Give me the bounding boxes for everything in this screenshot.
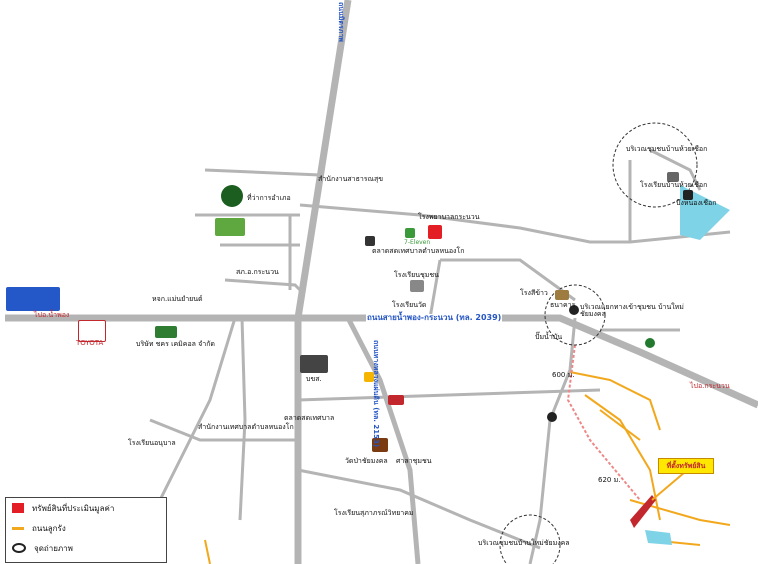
laterite-road-6 xyxy=(204,539,211,564)
district-office-label: ที่ว่าการอำเภอ xyxy=(247,194,291,202)
car-dealer-label: หจก.แม่นยำยนต์ xyxy=(152,295,203,303)
temple-label: วัดป่าชัยมงคล xyxy=(345,457,388,465)
temple-icon xyxy=(372,438,388,452)
camera-eye-icon xyxy=(12,543,26,553)
property-location-label: ที่ตั้งทรัพย์สิน xyxy=(658,458,714,474)
mid-road-2 xyxy=(428,259,442,319)
legend-laterite-label: ถนนลูกรัง xyxy=(32,523,66,533)
toyota-label: TOYOTA xyxy=(76,339,104,347)
upper-left-road xyxy=(204,168,321,177)
laterite-road-2 xyxy=(584,394,661,521)
municipal-market-label: ตลาดสดเทศบาล xyxy=(284,414,335,422)
legend-photo-label: จุดถ่ายภาพ xyxy=(34,543,73,553)
seal-icon xyxy=(221,185,243,207)
area-circle-ban-mai xyxy=(499,514,561,564)
lake-label: บึงหนองเชือก xyxy=(676,199,717,207)
photo-point-icon xyxy=(569,305,579,315)
main-highway-road xyxy=(5,314,758,409)
police-label: สภ.อ.กระนวน xyxy=(236,268,279,276)
legend-row-photo: จุดถ่ายภาพ xyxy=(6,538,166,558)
shrine-label: ศาลาชุมชน xyxy=(396,457,432,465)
school-ne-label: โรงเรียนบ้านห้วยเชือก xyxy=(640,181,708,189)
hospital-cross-icon xyxy=(428,225,442,239)
gas-label: ปั๊มน้ำมัน xyxy=(535,333,563,341)
south-road xyxy=(297,468,541,550)
tree-icon xyxy=(215,218,245,236)
east-road xyxy=(299,203,731,244)
to-nam-phong-label: ไปอ.น้ำพอง xyxy=(34,311,70,319)
market-icon xyxy=(365,236,375,246)
lower-road xyxy=(297,388,601,402)
flag-icon xyxy=(6,287,60,311)
school-sw-label: โรงเรียนอนุบาล xyxy=(128,439,176,447)
laterite-swatch xyxy=(12,526,24,530)
legend-row-property: ทรัพย์สินที่ประเมินมูลค่า xyxy=(6,498,166,518)
seven-label: 7-Eleven xyxy=(404,239,431,246)
municipal-office-label: สำนักงานเทศบาลตำบลหนองโก xyxy=(198,423,294,431)
mid-road xyxy=(440,258,576,302)
legend-row-laterite: ถนนลูกรัง xyxy=(6,518,166,538)
building-icon xyxy=(155,326,177,338)
property-marker xyxy=(630,495,656,528)
target-pointer xyxy=(651,471,686,501)
area-junction-label: บริเวณแยกทางเข้าชุมชน บ้านใหม่ชัยมงคล xyxy=(580,303,684,318)
north-south-road xyxy=(294,0,352,564)
hospital-label: โรงพยาบาลกระนวน xyxy=(418,213,480,221)
north-road-label: ถนนมิตรภาพ xyxy=(337,2,345,42)
highway-2153-road xyxy=(345,316,421,564)
pond-water xyxy=(645,530,672,545)
temple-school-label: โรงเรียนวัด xyxy=(392,301,427,309)
boxbank-label: บขส. xyxy=(306,375,322,383)
factory-label: โรงสีข้าว xyxy=(520,289,548,297)
area-huai-chueak-label: บริเวณชุมชนบ้านห้วยเชือก xyxy=(626,145,708,153)
sw-road-2 xyxy=(149,418,298,442)
health-office-label: สำนักงานสาธารณสุข xyxy=(318,175,384,183)
school-south-label: โรงเรียนสุภาภรณ์วิทยาคม xyxy=(334,509,414,517)
photo-point-2-icon xyxy=(547,412,557,422)
bird-logo-icon xyxy=(388,395,404,405)
factory-icon xyxy=(555,290,569,300)
ne-school-icon xyxy=(667,172,679,182)
laterite-road-3 xyxy=(599,409,641,441)
highway-2153-label: ถนนทางหลวงแผ่นดิน (ทล. 2153) xyxy=(372,340,380,448)
property-swatch xyxy=(12,503,24,513)
distance-600-label: 600 ม. xyxy=(552,371,575,379)
sw-road xyxy=(148,317,237,521)
temple-gold-icon xyxy=(364,372,374,382)
legend-property-label: ทรัพย์สินที่ประเมินมูลค่า xyxy=(32,503,115,513)
area-circle-junction xyxy=(544,284,606,346)
route-to-property xyxy=(566,344,641,501)
laterite-road-4 xyxy=(629,499,731,526)
bank-label: ธนาคาร xyxy=(550,301,576,309)
bus-station-icon xyxy=(300,355,328,373)
school-icon xyxy=(410,280,424,292)
market-label: ตลาดสดเทศบาลตำบลหนองโก xyxy=(372,247,465,255)
ne-temple-icon xyxy=(683,190,693,200)
distance-620-label: 620 ม. xyxy=(598,476,621,484)
company-label: บริษัท ชคร เคมิคอล จำกัด xyxy=(136,340,215,348)
laterite-road-1 xyxy=(569,371,661,431)
main-highway-label: ถนนสายน้ำพอง-กระนวน (ทล. 2039) xyxy=(366,313,503,322)
seven-eleven-icon xyxy=(405,228,415,238)
map-legend: ทรัพย์สินที่ประเมินมูลค่า ถนนลูกรัง จุดถ… xyxy=(5,497,167,563)
junction-road xyxy=(528,317,577,564)
left-road-4 xyxy=(224,278,302,292)
to-kranuan-label: ไปอ.กระนวน xyxy=(690,382,730,390)
far-sw-road xyxy=(238,317,247,521)
area-circle-huai-chueak xyxy=(612,122,698,208)
ne-road-2 xyxy=(649,148,702,191)
gas-station-icon xyxy=(645,338,655,348)
school-north-label: โรงเรียนชุมชน xyxy=(394,271,439,279)
toyota-logo-icon xyxy=(78,320,106,342)
area-ban-mai-label: บริเวณชุมชนบ้านใหม่ชัยมงคล xyxy=(478,539,570,547)
